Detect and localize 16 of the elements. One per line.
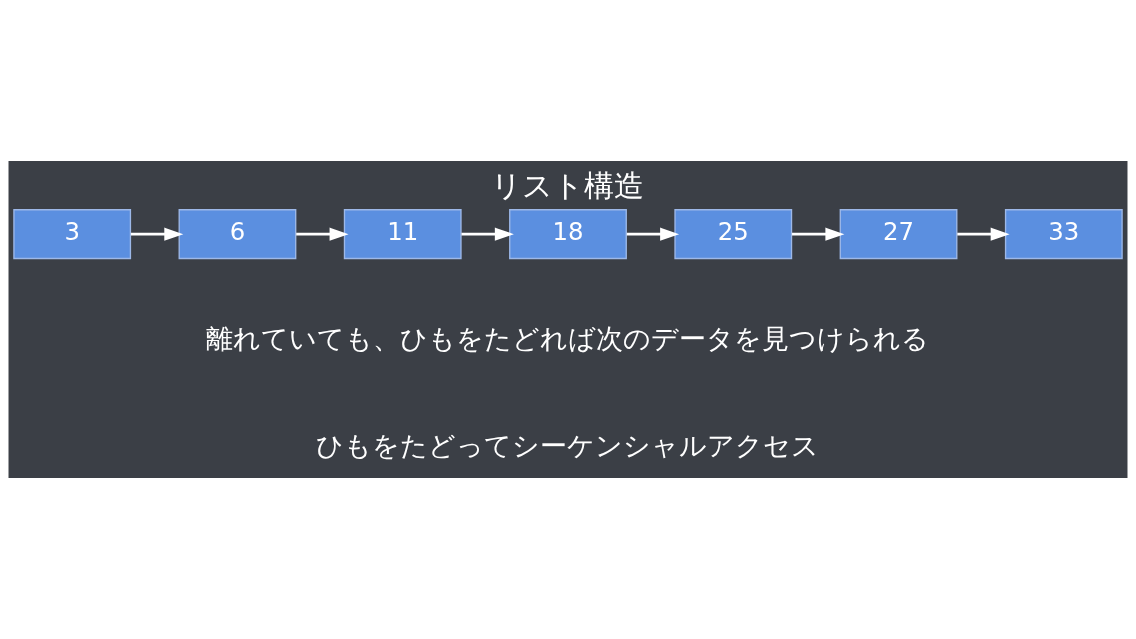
node-box: 25 bbox=[674, 209, 793, 260]
node-box: 27 bbox=[839, 209, 958, 260]
diagram-title: リスト構造 bbox=[491, 167, 645, 203]
node-box: 18 bbox=[509, 209, 627, 260]
arrow bbox=[957, 227, 1010, 241]
arrow bbox=[626, 227, 680, 241]
arrow bbox=[792, 227, 845, 241]
node-box: 3 bbox=[13, 209, 132, 260]
node-box: 6 bbox=[178, 209, 297, 260]
arrow bbox=[296, 227, 349, 241]
label: 離れていても、ひもをたどれば次のデータを見つけられる bbox=[206, 322, 930, 354]
arrow bbox=[130, 227, 184, 241]
node-box: 33 bbox=[1004, 209, 1123, 260]
label: ひもをたどってシーケンシャルアクセス bbox=[316, 429, 820, 461]
arrow bbox=[461, 227, 514, 241]
node-box: 11 bbox=[343, 209, 462, 260]
